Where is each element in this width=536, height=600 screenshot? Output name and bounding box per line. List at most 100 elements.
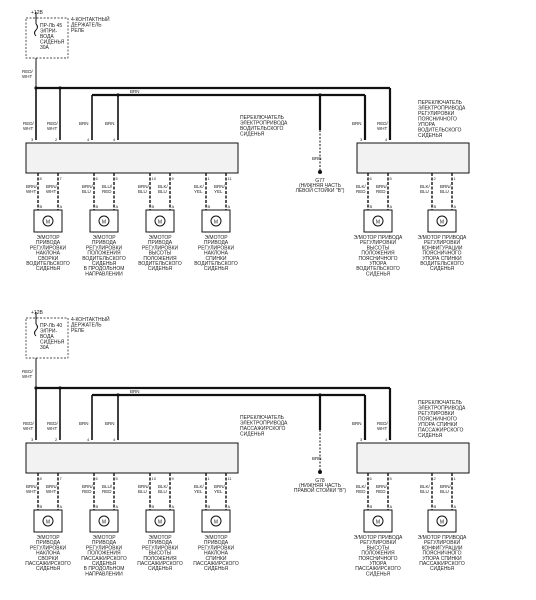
motor-wire-label-line: BRN/	[26, 184, 38, 189]
motor-wire-label: BRN/WHT	[26, 484, 38, 494]
motor-pin: A	[454, 204, 457, 209]
motor-label-line: РЕГУЛИРОВКИ	[424, 240, 461, 246]
lumbar-top-wire-label-line: RED/	[377, 121, 389, 126]
motor-label-line: ПРИВОДА	[36, 240, 61, 246]
motor-label-line: ПОЯСНИЧНОГО	[423, 551, 462, 557]
relay-label-line: 4-КОНТАКТНЫЙ	[71, 315, 110, 323]
switch-top-wire-label: BRN	[79, 121, 89, 126]
motor-label-line: СПИНКИ	[206, 556, 227, 562]
motor-label-line: ПРИВОДА	[148, 540, 173, 546]
motor-box	[363, 209, 393, 233]
motor-wire-label: BLK/BLU	[158, 484, 169, 494]
motor-label-line: ВЫСОТЫ	[149, 251, 172, 257]
motor-pin: B	[96, 504, 99, 509]
motor-label-line: Э/МОТОР ПРИВОДА	[418, 535, 467, 541]
switch-bottom-pin: 2	[434, 476, 437, 481]
motor-label-line: Э/МОТОР	[204, 535, 228, 541]
motor-wire-label-line: BRN/	[214, 184, 226, 189]
seat-switch-label-line: ВОДИТЕЛЬСКОГО	[240, 126, 284, 132]
ground-icon	[318, 170, 322, 174]
motor-pin: B	[152, 204, 155, 209]
motor-label-line: СИДЕНЬЯ	[92, 561, 117, 567]
motor-wire-label-line: YEL	[214, 189, 223, 194]
motor-label-line: СИДЕНЬЯ	[148, 566, 173, 572]
motor-label-line: ПАССАЖИРСКОГО	[25, 561, 71, 567]
lumbar-top-wire-label-line: WHT	[377, 426, 387, 431]
motor-label-line: Э/МОТОР ПРИВОДА	[354, 535, 403, 541]
motor-label-line: ПАССАЖИРСКОГО	[81, 556, 127, 562]
switch-bottom-pin: 6	[96, 476, 99, 481]
motor-label-line: В ПРОДОЛЬНОМ	[84, 566, 125, 572]
motor-box	[427, 509, 457, 533]
motor-label-line: РЕГУЛИРОВКИ	[198, 545, 235, 551]
motor-label-line: РЕГУЛИРОВКИ	[86, 545, 123, 551]
motor-pin: B	[434, 204, 437, 209]
switch-top-wire-label-line: BRN	[79, 421, 89, 426]
motor-label-line: СИДЕНЬЯ	[430, 266, 455, 272]
motor-wire-label-line: BLK/	[158, 184, 169, 189]
motor-symbol: M	[214, 520, 218, 526]
switch-top-pin: 4	[113, 437, 116, 442]
motor-icon	[210, 515, 222, 527]
motor-box	[427, 209, 457, 233]
junction-dot	[318, 393, 322, 397]
motor-wire-label-line: BRN/	[46, 184, 58, 189]
switch-bottom-pin: 1	[454, 476, 457, 481]
motor-wire-label: BLK/BLU	[420, 484, 431, 494]
motor-wire-label-line: BRN/	[82, 484, 94, 489]
motor-label-line: ПРИВОДА	[204, 540, 229, 546]
motor-icon	[42, 215, 54, 227]
motor-label-line: Э/МОТОР ПРИВОДА	[418, 235, 467, 241]
motor-label-line: НАКЛОНА	[204, 551, 229, 557]
lumbar-switch-label-line: ПОЯСНИЧНОГО	[418, 117, 457, 123]
motor-pin: B	[370, 504, 373, 509]
motor-label-line: НАПРАВЛЕНИИ	[85, 271, 123, 277]
motor-label-line: СИДЕНЬЯ	[92, 261, 117, 267]
switch-bottom-pin: 6	[370, 476, 373, 481]
brn-bus-label: BRN	[130, 389, 140, 394]
motor-symbol: M	[214, 220, 218, 226]
motor-label-line: ПОЛОЖЕНИЯ	[143, 556, 177, 562]
seat-switch-box	[25, 142, 239, 174]
motor-symbol: M	[376, 220, 380, 226]
motor-label-line: КОНФИГУРАЦИИ	[422, 545, 463, 551]
motor-wire-label-line: RED	[376, 189, 386, 194]
relay-holder-box	[25, 17, 69, 59]
motor-pin: A	[390, 504, 393, 509]
motor-label-line: РЕГУЛИРОВКИ	[30, 245, 67, 251]
ground-label-line: (НИЖНЯЯ ЧАСТЬ	[299, 483, 342, 489]
motor-wire-label-line: BLK/	[194, 184, 205, 189]
fuse-label-line: ПР-ЛЬ 40	[40, 323, 62, 329]
motor-pin: A	[60, 504, 63, 509]
motor-wire-label: BRN/WHT	[46, 484, 58, 494]
switch-bottom-pin: 8	[40, 476, 43, 481]
motor-wire-label-line: BLU	[158, 489, 167, 494]
motor-icon	[372, 215, 384, 227]
lumbar-top-wire-label-line: RED/	[377, 421, 389, 426]
brn-bus-label: BRN	[130, 89, 140, 94]
motor-wire-label-line: BLK/	[356, 184, 367, 189]
motor-wire-label-line: BLK/	[194, 484, 205, 489]
motor-label-line: РЕГУЛИРОВКИ	[86, 245, 123, 251]
relay-label-line: 4-КОНТАКТНЫЙ	[71, 15, 110, 23]
seat-switch-label-line: ПЕРЕКЛЮЧАТЕЛЬ	[240, 115, 285, 121]
switch-top-wire-label: RED/WHT	[47, 121, 59, 131]
motor-wire-label-line: YEL	[194, 189, 203, 194]
motor-wire-label-line: RED	[356, 189, 366, 194]
switch-top-wire-label-line: RED/	[47, 421, 59, 426]
switch-top-pin: 4	[113, 137, 116, 142]
motor-label-line: СИДЕНЬЯ	[366, 271, 391, 277]
switch-bottom-pin: 11	[228, 476, 233, 481]
motor-label-line: Э/МОТОР	[148, 235, 172, 241]
fuse-label-line: 30А	[40, 345, 50, 351]
feed-wire-label-line: WHT	[22, 74, 32, 79]
ground-label-line: G77	[315, 178, 325, 184]
